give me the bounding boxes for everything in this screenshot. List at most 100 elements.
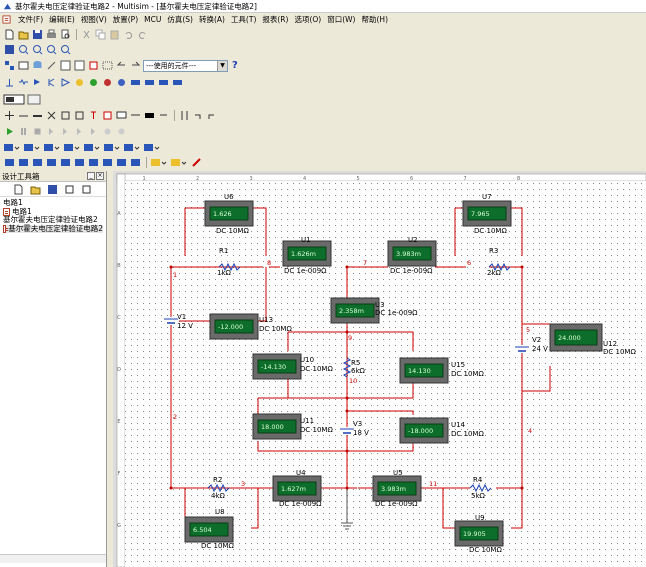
source-component-icon[interactable] bbox=[3, 77, 15, 89]
menu-transfer[interactable]: 转换(A) bbox=[198, 15, 225, 24]
input-connector-icon[interactable] bbox=[192, 110, 204, 122]
page-options-icon[interactable] bbox=[63, 183, 75, 195]
open-icon[interactable] bbox=[17, 29, 29, 41]
run-icon[interactable] bbox=[3, 126, 15, 138]
instrument-8-icon[interactable] bbox=[101, 157, 113, 169]
instrument-10-icon[interactable] bbox=[129, 157, 141, 169]
close-icon[interactable]: × bbox=[96, 172, 104, 180]
ladder-rung-icon[interactable] bbox=[178, 110, 190, 122]
paste-icon[interactable] bbox=[108, 29, 120, 41]
junction-icon[interactable] bbox=[3, 110, 15, 122]
menu-help[interactable]: 帮助(H) bbox=[361, 15, 389, 24]
text-icon[interactable] bbox=[87, 110, 99, 122]
save-page-icon[interactable] bbox=[46, 183, 58, 195]
component-wizard-icon[interactable] bbox=[45, 60, 57, 72]
stop-icon[interactable] bbox=[31, 126, 43, 138]
wattmeter-dropdown-icon[interactable] bbox=[43, 142, 61, 154]
menu-tools[interactable]: 工具(T) bbox=[230, 15, 257, 24]
word-generator-dropdown-icon[interactable] bbox=[103, 142, 121, 154]
menu-reports[interactable]: 报表(R) bbox=[262, 15, 289, 24]
step-out-icon[interactable] bbox=[87, 126, 99, 138]
print-icon[interactable] bbox=[45, 29, 57, 41]
instrument-6-icon[interactable] bbox=[73, 157, 85, 169]
open-page-icon[interactable] bbox=[29, 183, 41, 195]
step-into-icon[interactable] bbox=[73, 126, 85, 138]
graphics-icon[interactable] bbox=[101, 110, 113, 122]
back-annotate-icon[interactable] bbox=[115, 60, 127, 72]
menu-window[interactable]: 窗口(W) bbox=[327, 15, 356, 24]
instrument-5-icon[interactable] bbox=[59, 157, 71, 169]
instrument-1-icon[interactable] bbox=[3, 157, 15, 169]
chevron-down-icon[interactable]: ▼ bbox=[217, 60, 227, 71]
pause-icon[interactable] bbox=[17, 126, 29, 138]
function-generator-dropdown-icon[interactable] bbox=[23, 142, 41, 154]
new-page-icon[interactable] bbox=[12, 183, 24, 195]
cut-icon[interactable] bbox=[80, 29, 92, 41]
zoom-out-icon[interactable] bbox=[31, 44, 43, 56]
transistor-component-icon[interactable] bbox=[45, 77, 57, 89]
spreadsheet-icon[interactable] bbox=[17, 60, 29, 72]
instrument-2-icon[interactable] bbox=[17, 157, 29, 169]
probe-icon[interactable] bbox=[157, 110, 169, 122]
logic-analyzer-dropdown-icon[interactable] bbox=[123, 142, 141, 154]
rf-component-icon[interactable] bbox=[171, 77, 183, 89]
zoom-in-icon[interactable] bbox=[17, 44, 29, 56]
instrument-3-icon[interactable] bbox=[31, 157, 43, 169]
hierarchical-block-icon[interactable] bbox=[59, 110, 71, 122]
horizontal-scrollbar[interactable] bbox=[0, 554, 106, 563]
zoom-area-icon[interactable] bbox=[45, 44, 57, 56]
copy-icon[interactable] bbox=[94, 29, 106, 41]
instrument-9-icon[interactable] bbox=[115, 157, 127, 169]
probe-dropdown-icon[interactable] bbox=[150, 157, 168, 169]
tree-item-selected[interactable]: 基尔霍夫电压定律验证电路2 bbox=[3, 224, 103, 234]
in-use-component-select[interactable]: ---使用的元件---▼ bbox=[143, 59, 228, 72]
remove-breakpoints-icon[interactable] bbox=[115, 126, 127, 138]
step-over-icon[interactable] bbox=[59, 126, 71, 138]
forward-annotate-icon[interactable] bbox=[129, 60, 141, 72]
menu-simulate[interactable]: 仿真(S) bbox=[167, 15, 193, 24]
menu-place[interactable]: 放置(P) bbox=[112, 15, 139, 24]
subcircuit-icon[interactable] bbox=[73, 110, 85, 122]
tree-item[interactable]: 电路1 bbox=[3, 198, 103, 208]
diode-component-icon[interactable] bbox=[31, 77, 43, 89]
document-menu-icon[interactable] bbox=[2, 15, 11, 24]
bus-icon[interactable] bbox=[31, 110, 43, 122]
remove-page-icon[interactable] bbox=[80, 183, 92, 195]
basic-component-icon[interactable] bbox=[17, 77, 29, 89]
title-block-icon[interactable] bbox=[143, 110, 155, 122]
power-component-icon[interactable] bbox=[143, 77, 155, 89]
analog-component-icon[interactable] bbox=[59, 77, 71, 89]
menu-mcu[interactable]: MCU bbox=[144, 15, 162, 24]
erc-icon[interactable] bbox=[87, 60, 99, 72]
output-connector-icon[interactable] bbox=[206, 110, 218, 122]
ttl-component-icon[interactable] bbox=[73, 77, 85, 89]
connector-icon[interactable] bbox=[45, 110, 57, 122]
misc-digital-icon[interactable] bbox=[101, 77, 113, 89]
instrument-7-icon[interactable] bbox=[87, 157, 99, 169]
current-probe-icon[interactable] bbox=[190, 157, 202, 169]
wire-icon[interactable] bbox=[17, 110, 29, 122]
hierarchy-icon[interactable] bbox=[3, 60, 15, 72]
oscilloscope-dropdown-icon[interactable] bbox=[63, 142, 81, 154]
misc-component-icon[interactable] bbox=[157, 77, 169, 89]
tree-item[interactable]: 基尔霍夫电压定律验证电路2 bbox=[3, 216, 103, 225]
menu-edit[interactable]: 编辑(E) bbox=[49, 15, 75, 24]
menu-options[interactable]: 选项(O) bbox=[294, 15, 322, 24]
undo-icon[interactable] bbox=[122, 29, 134, 41]
bus-vector-icon[interactable] bbox=[129, 110, 141, 122]
menu-view[interactable]: 视图(V) bbox=[80, 15, 107, 24]
grapher-icon[interactable] bbox=[59, 60, 71, 72]
save-icon[interactable] bbox=[31, 29, 43, 41]
help-icon[interactable]: ? bbox=[232, 60, 238, 71]
step-icon[interactable] bbox=[45, 126, 57, 138]
postprocessor-icon[interactable] bbox=[73, 60, 85, 72]
instrument-4-icon[interactable] bbox=[45, 157, 57, 169]
redo-icon[interactable] bbox=[136, 29, 148, 41]
tree-item[interactable]: 电路1 bbox=[3, 207, 103, 217]
mixed-component-icon[interactable] bbox=[115, 77, 127, 89]
print-preview-icon[interactable] bbox=[59, 29, 71, 41]
simulate-switch-icon[interactable] bbox=[3, 94, 25, 106]
new-icon[interactable] bbox=[3, 29, 15, 41]
